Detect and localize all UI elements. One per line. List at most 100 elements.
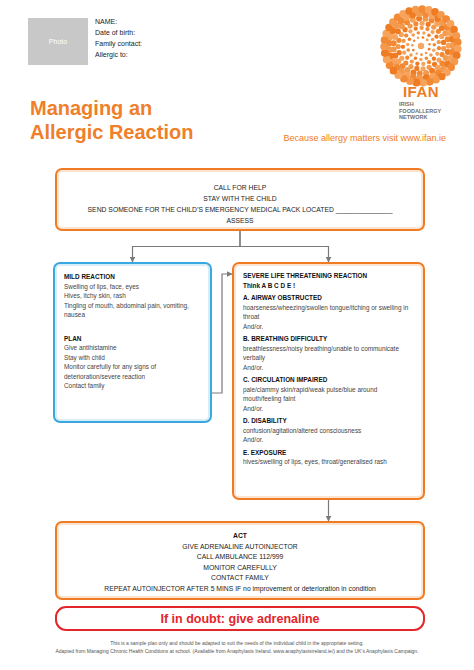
logo-dot — [433, 43, 436, 46]
heading-text: Think A B C D E ! — [243, 281, 414, 291]
form-field: Family contact: — [95, 40, 215, 47]
box-text: And/or. — [243, 363, 414, 373]
logo-subtitle: IRISH FOODALLERGY NETWORK — [399, 101, 445, 121]
logo-dot — [417, 36, 420, 39]
logo-dot — [401, 45, 405, 49]
logo-dot — [428, 43, 431, 46]
heading-text: MILD REACTION — [64, 272, 201, 282]
logo-dot — [435, 52, 439, 56]
logo-dot — [408, 29, 412, 33]
logo-dot — [419, 21, 424, 26]
box-text: confusion/agitation/altered consciousnes… — [243, 426, 414, 436]
page-title: Managing an Allergic Reaction — [30, 96, 210, 144]
box-text: SEND SOMEONE FOR THE CHILD’S EMERGENCY M… — [65, 204, 415, 215]
logo-dot — [425, 27, 429, 31]
warning-box: If in doubt: give adrenaline — [55, 606, 425, 631]
logo-dot — [431, 38, 434, 41]
logo-dot — [405, 7, 413, 15]
logo-dot — [430, 30, 434, 34]
mild-reaction-box: MILD REACTIONSwelling of lips, face, eye… — [53, 262, 212, 423]
logo-dot — [426, 39, 429, 42]
box-text: If in doubt: give adrenaline — [160, 612, 319, 626]
logo-dot — [408, 37, 411, 40]
form-field: NAME: — [95, 18, 215, 25]
logo-dot — [421, 62, 425, 66]
heading-text: PLAN — [64, 334, 201, 344]
logo-dot — [415, 52, 418, 55]
flow-arrow — [328, 500, 329, 521]
box-text: breathlessness/noisy breathing/unable to… — [243, 344, 414, 363]
heading-text: D. DISABILITY — [243, 416, 414, 426]
footer-note: This is a sample plan only and should be… — [20, 640, 454, 646]
box-text: ASSESS — [65, 215, 415, 226]
logo-dot — [454, 38, 462, 46]
heading-text: C. CIRCULATION IMPAIRED — [243, 375, 414, 385]
logo-dot — [428, 48, 431, 51]
logo-dot — [413, 39, 416, 42]
logo-dot — [422, 31, 425, 34]
box-text: CALL AMBULANCE 112/999 — [65, 552, 415, 563]
logo-dot — [419, 26, 423, 30]
box-text: Photo — [49, 38, 67, 45]
box-text: pale/clammy skin/rapid/weak pulse/blue a… — [243, 385, 414, 404]
flow-arrow — [133, 231, 241, 262]
box-text: hoarseness/wheezing/swollen tongue/itchi… — [243, 303, 414, 322]
logo-dot — [418, 5, 426, 13]
box-text: And/or. — [243, 322, 414, 332]
logo-name: IFAN — [395, 83, 447, 100]
heading-text: ACT — [65, 531, 415, 542]
box-text: Stay with child — [64, 353, 201, 363]
logo-dot — [404, 33, 408, 37]
step-box: CALL FOR HELPSTAY WITH THE CHILDSEND SOM… — [55, 168, 425, 231]
logo-dot — [427, 60, 431, 64]
heading-text: E. EXPOSURE — [243, 448, 414, 458]
logo-dot — [415, 62, 419, 66]
form-field: Allergic to: — [95, 51, 215, 58]
logo-dot — [427, 33, 430, 36]
logo-dot — [417, 31, 420, 34]
logo-dot — [412, 6, 420, 14]
box-text: MONITOR CAREFULLY — [65, 563, 415, 574]
logo-dot — [399, 23, 405, 29]
box-text: And/or. — [243, 404, 414, 414]
box-text: REPEAT AUTOINJECTOR AFTER 5 MINS IF no i… — [65, 584, 415, 595]
logo-dot — [381, 36, 389, 44]
logo-dot — [414, 27, 418, 31]
box-text: And/or. — [243, 435, 414, 445]
act-box: ACTGIVE ADRENALINE AUTOINJECTORCALL AMBU… — [55, 521, 425, 600]
logo-dot — [412, 49, 415, 52]
logo-dot — [409, 53, 412, 56]
logo-dot — [425, 57, 428, 60]
box-text: hives/swelling of lips, eyes, throat/gen… — [243, 457, 414, 467]
box-text: Tingling of mouth, abdominal pain, vomit… — [64, 301, 201, 320]
logo-dot — [434, 34, 438, 38]
box-text: Hives, itchy skin, rash — [64, 291, 201, 301]
logo-dot — [390, 67, 398, 75]
box-text: CONTACT FAMILY — [65, 573, 415, 584]
logo-dot — [411, 44, 414, 47]
logo-dot — [401, 39, 405, 43]
logo-dot — [437, 46, 441, 50]
logo-dot — [432, 57, 436, 61]
logo-dot — [437, 40, 441, 44]
box-text: CALL FOR HELP — [65, 182, 415, 193]
logo-dot — [402, 51, 406, 55]
logo-dot — [399, 63, 405, 69]
logo-dot — [454, 45, 462, 53]
logo-dot — [418, 43, 424, 49]
logo-dot — [411, 33, 414, 36]
box-text: Contact family — [64, 381, 201, 391]
logo-dot — [419, 58, 422, 61]
heading-text: B. BREATHING DIFFICULTY — [243, 334, 414, 344]
severe-reaction-box: SEVERE LIFE THREATENING REACTIONThink A … — [232, 262, 425, 500]
box-text: Give antihistamine — [64, 343, 201, 353]
flow-arrow — [240, 231, 329, 262]
logo-dot — [453, 32, 461, 40]
logo-dot — [425, 52, 428, 55]
logo-dot — [381, 49, 389, 57]
tagline: Because allergy matters visit www.ifan.i… — [230, 133, 446, 143]
heading-text: A. AIRWAY OBSTRUCTED — [243, 293, 414, 303]
logo-dot — [405, 56, 409, 60]
footer-note: Adapted from Managing Chronic Health Con… — [20, 648, 454, 654]
